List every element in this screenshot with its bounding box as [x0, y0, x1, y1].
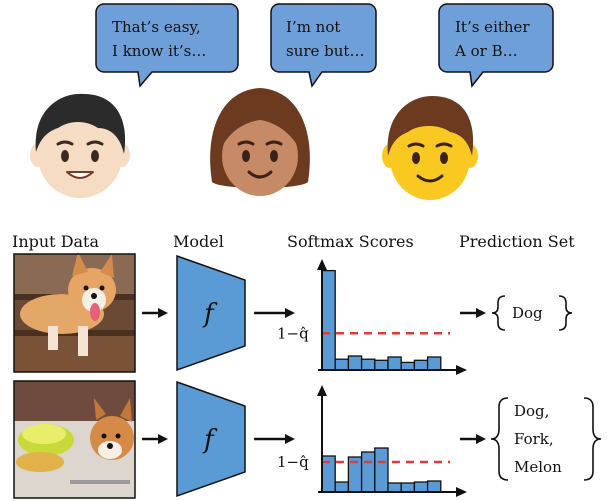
column-header-model: Model — [173, 232, 224, 251]
prediction-set-row-2: Dog, Fork, Melon — [490, 397, 602, 481]
softmax-bar-row-1-4 — [360, 358, 376, 371]
prediction-set-row-1: Dog — [491, 295, 573, 331]
row-2: f 1−q̂ Dog, Fork, Melon — [13, 380, 602, 499]
model-block-row-2: f — [176, 380, 246, 498]
bubble-2-line-2: sure but… — [286, 42, 364, 60]
threshold-label-row-2: 1−q̂ — [277, 453, 309, 471]
speech-bubble-3: It’s either A or B… — [438, 3, 554, 88]
bubble-3-line-1: It’s either — [455, 18, 530, 36]
arrow-input-to-model-row-2 — [142, 434, 168, 444]
bars-row-1 — [321, 269, 442, 371]
row-1: f 1−q̂ Dog — [13, 252, 573, 375]
softmax-bar-row-1-3 — [347, 355, 363, 371]
prediction-item-melon: Melon — [514, 458, 562, 476]
softmax-bar-row-2-5 — [374, 447, 389, 493]
bubble-1-line-2: I know it’s… — [112, 42, 206, 60]
softmax-bar-row-1-7 — [400, 361, 416, 371]
prediction-item-dog: Dog — [512, 304, 543, 322]
softmax-bar-row-2-6 — [387, 482, 402, 493]
arrow-softmax-to-set-row-1 — [460, 308, 486, 318]
softmax-bar-row-2-9 — [426, 480, 442, 493]
column-header-prediction: Prediction Set — [459, 232, 575, 251]
threshold-label-row-1: 1−q̂ — [277, 324, 309, 342]
arrow-softmax-to-set-row-2 — [460, 434, 486, 444]
bubble-2-line-1: I’m not — [286, 18, 340, 36]
column-header-softmax: Softmax Scores — [287, 232, 414, 251]
softmax-bar-row-1-5 — [374, 359, 389, 371]
softmax-bar-row-2-2 — [334, 481, 350, 493]
softmax-bar-row-1-8 — [413, 359, 429, 371]
boy-face-icon — [30, 93, 130, 198]
softmax-bar-row-2-8 — [413, 481, 429, 493]
input-image-corgi-melon — [13, 380, 136, 499]
arrow-input-to-model-row-1 — [142, 308, 168, 318]
speech-bubble-1: That’s easy, I know it’s… — [95, 3, 239, 88]
softmax-chart-row-2: 1−q̂ — [277, 385, 467, 497]
arrow-model-to-softmax-row-2 — [254, 434, 295, 444]
woman-face-icon — [210, 88, 310, 196]
softmax-bar-row-1-2 — [334, 358, 350, 371]
bars-row-2 — [321, 447, 442, 493]
softmax-bar-row-2-7 — [400, 482, 416, 493]
softmax-bar-row-1-6 — [387, 356, 402, 371]
input-image-corgi-stairs — [13, 252, 136, 373]
man-face-icon — [382, 96, 478, 200]
arrow-model-to-softmax-row-1 — [254, 308, 295, 318]
prediction-item-dog: Dog, — [514, 402, 549, 420]
softmax-bar-row-1-9 — [426, 356, 442, 371]
bubble-1-line-1: That’s easy, — [112, 18, 201, 36]
softmax-bar-row-2-4 — [360, 451, 376, 493]
model-block-row-1: f — [176, 254, 246, 372]
column-header-input: Input Data — [12, 232, 99, 251]
speech-bubble-2: I’m not sure but… — [270, 3, 377, 88]
prediction-item-fork: Fork, — [514, 430, 554, 448]
softmax-chart-row-1: 1−q̂ — [277, 259, 467, 375]
softmax-bar-row-1-1 — [321, 269, 336, 371]
bubble-3-line-2: A or B… — [454, 42, 518, 60]
